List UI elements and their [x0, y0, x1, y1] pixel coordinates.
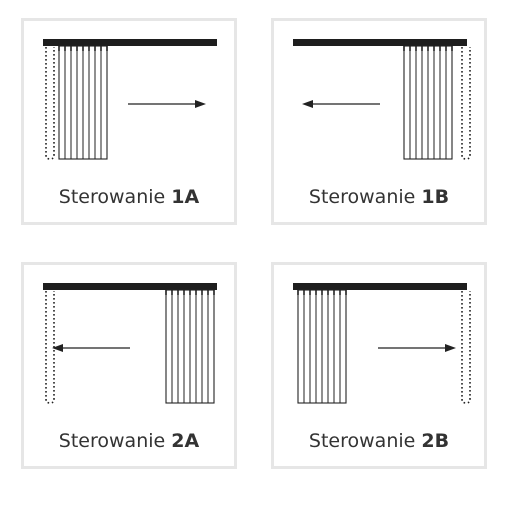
headrail — [43, 39, 217, 46]
caption-1b: Sterowanie 1B — [274, 186, 484, 208]
headrail — [293, 39, 467, 46]
caption-1a: Sterowanie 1A — [24, 186, 234, 208]
direction-arrow-head — [445, 344, 456, 352]
caption-code: 2A — [171, 430, 200, 452]
control-chain — [45, 291, 55, 404]
caption-prefix: Sterowanie — [308, 186, 422, 208]
blind-diagram-1a — [43, 39, 217, 160]
headrail — [293, 283, 467, 290]
control-option-1b: Sterowanie 1B — [271, 18, 487, 225]
direction-arrow-head — [302, 100, 313, 108]
control-option-2a: Sterowanie 2A — [21, 262, 237, 469]
caption-2a: Sterowanie 2A — [24, 430, 234, 452]
control-chain — [45, 47, 55, 160]
caption-prefix: Sterowanie — [308, 430, 422, 452]
caption-code: 1A — [171, 186, 200, 208]
direction-arrow-head — [52, 344, 63, 352]
caption-code: 2B — [421, 430, 450, 452]
caption-2b: Sterowanie 2B — [274, 430, 484, 452]
caption-prefix: Sterowanie — [58, 430, 172, 452]
control-option-2b: Sterowanie 2B — [271, 262, 487, 469]
blind-diagram-1b — [293, 39, 471, 160]
control-chain — [461, 291, 471, 404]
caption-prefix: Sterowanie — [58, 186, 172, 208]
caption-code: 1B — [421, 186, 450, 208]
blind-diagram-2b — [293, 283, 471, 404]
control-option-1a: Sterowanie 1A — [21, 18, 237, 225]
blind-diagram-2a — [43, 283, 217, 404]
headrail — [43, 283, 217, 290]
direction-arrow-head — [195, 100, 206, 108]
control-chain — [461, 47, 471, 160]
